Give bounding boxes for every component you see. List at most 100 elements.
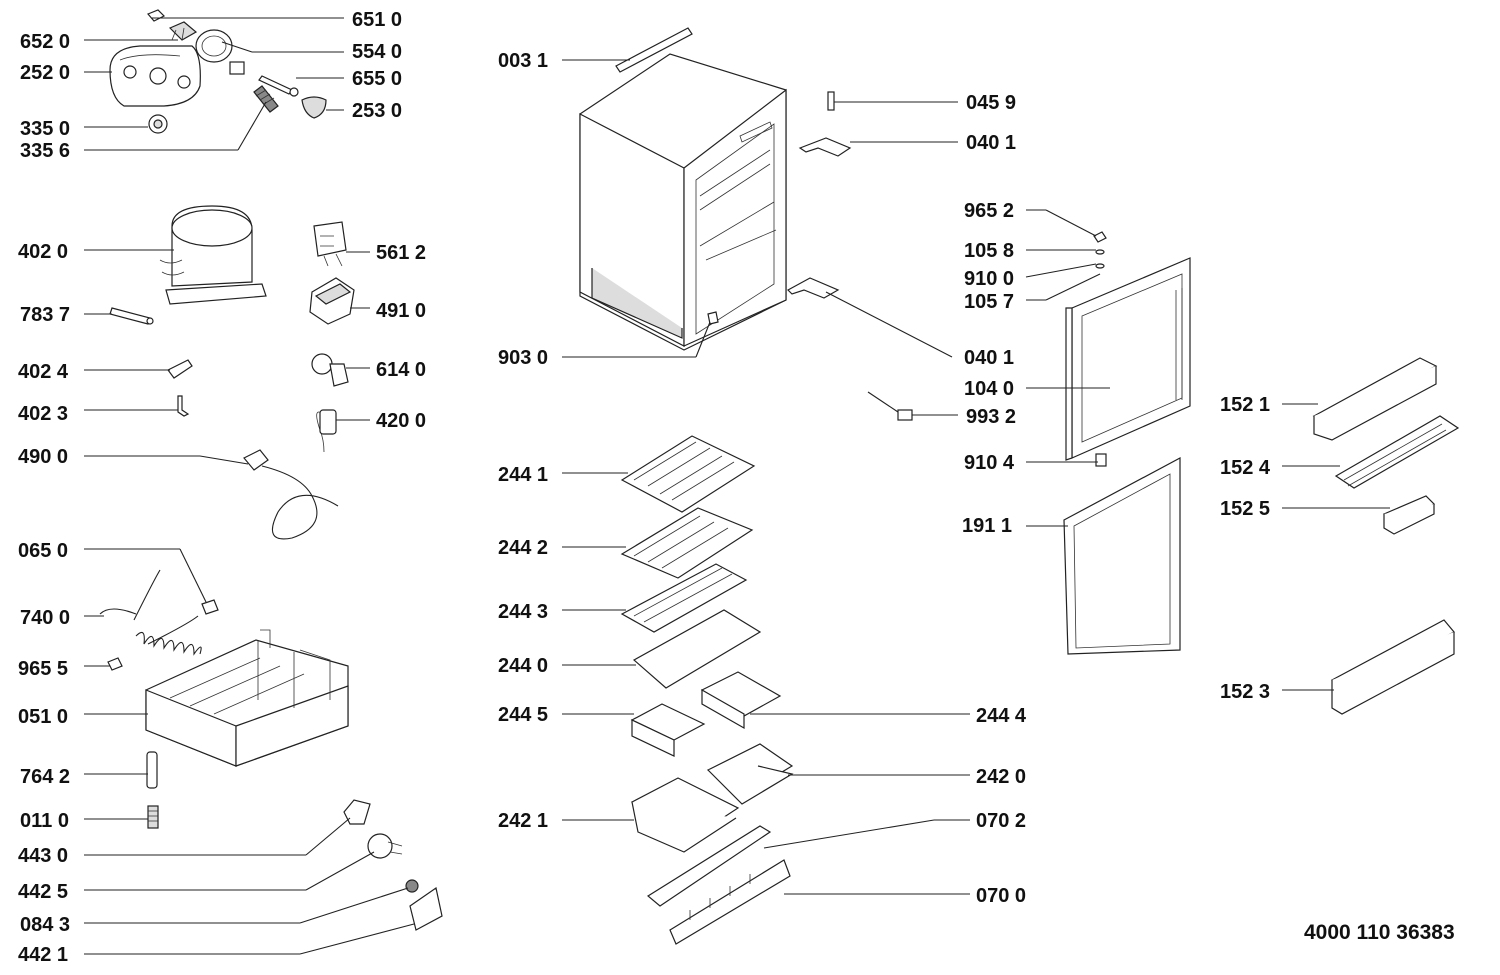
label-244-5: 244 5	[498, 704, 548, 726]
label-244-4: 244 4	[976, 705, 1027, 727]
label-402-3: 402 3	[18, 403, 68, 425]
label-070-2: 070 2	[976, 810, 1026, 832]
part-152-5-bin	[1382, 495, 1436, 535]
part-242-1-crisper	[630, 777, 740, 853]
label-104-0: 104 0	[964, 378, 1014, 400]
label-491-0: 491 0	[376, 300, 426, 322]
part-993-2-handle	[867, 391, 913, 421]
label-420-0: 420 0	[376, 410, 426, 432]
part-003-1-top-strip	[615, 27, 693, 73]
label-011-0: 011 0	[20, 810, 69, 832]
label-191-1: 191 1	[962, 515, 1012, 537]
part-252-0-thermostat-housing	[109, 45, 201, 107]
part-244-3-shelf	[620, 563, 748, 633]
label-402-4: 402 4	[18, 361, 69, 383]
part-244-5-rack	[630, 703, 706, 757]
label-764-2: 764 2	[20, 766, 70, 788]
part-244-0-glass-shelf	[632, 609, 762, 689]
part-104-0-door	[1065, 257, 1191, 461]
part-242-0-crisper	[706, 743, 794, 805]
part-152-1-bin	[1312, 357, 1438, 441]
part-040-1-hinge-top	[798, 137, 852, 157]
cabinet-body	[579, 53, 787, 351]
label-614-0: 614 0	[376, 359, 426, 381]
label-152-4: 152 4	[1220, 457, 1271, 479]
label-965-2: 965 2	[964, 200, 1014, 222]
part-910-4-hinge-pin	[1095, 453, 1107, 467]
label-152-5: 152 5	[1220, 498, 1270, 520]
label-003-1: 003 1	[498, 50, 548, 72]
label-084-3: 084 3	[20, 914, 70, 936]
part-443-0-bracket	[343, 799, 371, 825]
label-402-0: 402 0	[18, 241, 68, 263]
part-491-0-cover	[309, 277, 355, 325]
part-965-5-screw	[107, 657, 123, 671]
part-045-9-pin	[827, 91, 835, 111]
label-253-0: 253 0	[352, 100, 402, 122]
label-783-7: 783 7	[20, 304, 70, 326]
part-253-0-knob-cap	[301, 96, 327, 119]
label-070-0: 070 0	[976, 885, 1026, 907]
label-244-3: 244 3	[498, 601, 548, 623]
label-244-2: 244 2	[498, 537, 548, 559]
part-903-0-plug	[707, 311, 719, 325]
part-561-2-relay	[313, 221, 347, 267]
part-402-3-clip	[177, 395, 190, 417]
leader-lines	[84, 17, 1390, 955]
part-442-1-holder	[409, 886, 443, 931]
part-244-1-shelf	[620, 435, 756, 513]
label-105-7: 105 7	[964, 291, 1014, 313]
label-561-2: 561 2	[376, 242, 426, 264]
label-554-0: 554 0	[352, 41, 402, 63]
label-244-1: 244 1	[498, 464, 548, 486]
label-903-0: 903 0	[498, 347, 548, 369]
label-490-0: 490 0	[18, 446, 68, 468]
part-152-3-bin	[1331, 619, 1455, 715]
label-910-4: 910 4	[964, 452, 1015, 474]
label-242-0: 242 0	[976, 766, 1026, 788]
label-335-0: 335 0	[20, 118, 70, 140]
part-651-0-lamp-socket	[146, 9, 198, 41]
part-420-0-capacitor	[316, 409, 337, 453]
part-084-3-grommet	[405, 879, 419, 893]
part-402-0-compressor	[159, 205, 267, 305]
part-244-4-rack	[700, 671, 782, 730]
part-490-0-power-cord	[243, 449, 339, 540]
label-152-1: 152 1	[1220, 394, 1270, 416]
label-065-0: 065 0	[18, 540, 68, 562]
label-252-0: 252 0	[20, 62, 70, 84]
part-740-0-drain-coil	[99, 569, 202, 656]
label-244-0: 244 0	[498, 655, 548, 677]
label-242-1: 242 1	[498, 810, 548, 832]
part-011-0-screw-foot	[147, 805, 159, 829]
label-152-3: 152 3	[1220, 681, 1270, 703]
label-740-0: 740 0	[20, 607, 70, 629]
label-442-5: 442 5	[18, 881, 68, 903]
label-910-0: 910 0	[964, 268, 1014, 290]
part-554-0-lamp-cover	[195, 29, 245, 75]
part-402-4-clip	[167, 359, 193, 379]
part-783-7-filter	[109, 307, 154, 325]
part-070-2-cover	[646, 825, 772, 907]
label-993-2: 993 2	[966, 406, 1016, 428]
label-335-6: 335 6	[20, 140, 70, 162]
part-labels: 651 0 652 0 554 0 252 0 655 0 253 0 335 …	[18, 9, 1455, 966]
part-442-5-switch	[367, 833, 403, 859]
document-number: 4000 110 36383	[1304, 921, 1455, 944]
label-443-0: 443 0	[18, 845, 68, 867]
part-070-0-cover	[669, 859, 791, 945]
part-065-0-clip	[201, 599, 219, 615]
label-040-1-top: 040 1	[966, 132, 1016, 154]
part-965-2-screw	[1093, 231, 1107, 243]
label-655-0: 655 0	[352, 68, 402, 90]
part-152-4-bin	[1334, 415, 1460, 489]
label-652-0: 652 0	[20, 31, 70, 53]
label-965-5: 965 5	[18, 658, 68, 680]
label-040-1-bottom: 040 1	[964, 347, 1014, 369]
part-335-spring	[253, 85, 279, 113]
part-655-0-lamp	[258, 75, 299, 97]
label-651-0: 651 0	[352, 9, 402, 31]
part-191-1-gasket	[1063, 456, 1181, 655]
